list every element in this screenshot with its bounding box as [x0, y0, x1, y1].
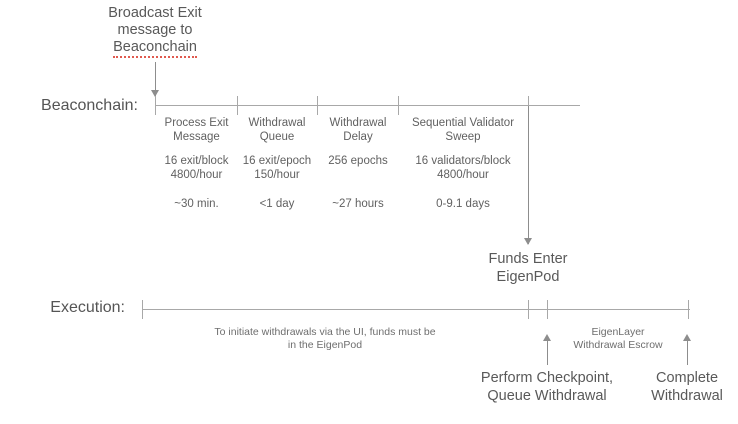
segment-1-name-line2: Queue [259, 131, 295, 143]
execution-ui-note-line1: To initiate withdrawals via the UI, fund… [214, 326, 436, 338]
segment-2-name-line2: Delay [343, 131, 373, 143]
segment-1-rate-line2: 150/hour [254, 169, 300, 181]
segment-2-rate-line1: 256 epochs [328, 155, 388, 167]
segment-0-name-line2: Message [173, 131, 220, 143]
segment-2-name-line1: Withdrawal [329, 117, 387, 129]
funds-enter-eigenpod-label: Funds Enter EigenPod [458, 251, 598, 286]
segment-3-rate: 16 validators/block 4800/hour [398, 154, 528, 182]
segment-3-name-line1: Sequential Validator [411, 117, 515, 129]
broadcast-arrow-shaft [155, 62, 156, 96]
execution-tick-complete [688, 300, 689, 319]
execution-ui-note: To initiate withdrawals via the UI, fund… [180, 326, 470, 352]
segment-0-rate-line2: 4800/hour [170, 169, 223, 181]
execution-ui-note-line2: in the EigenPod [287, 339, 363, 351]
beaconchain-tick-0 [155, 96, 156, 115]
segment-2-name: Withdrawal Delay [318, 116, 398, 144]
complete-arrow-head-icon [683, 334, 691, 341]
beaconchain-tick-1 [237, 96, 238, 115]
complete-withdrawal-line1: Complete [655, 370, 719, 386]
segment-0-rate-line1: 16 exit/block [164, 155, 229, 167]
segment-0-name-line1: Process Exit [164, 117, 229, 129]
funds-enter-line2: EigenPod [496, 268, 560, 285]
segment-3-rate-line1: 16 validators/block [415, 155, 511, 167]
beaconchain-axis-line [155, 105, 580, 106]
funds-enter-line1: Funds Enter [488, 251, 568, 267]
segment-0-duration: ~30 min. [174, 198, 219, 210]
segment-1-rate-line1: 16 exit/epoch [242, 155, 312, 167]
segment-3-rate-line2: 4800/hour [437, 169, 489, 181]
broadcast-exit-line3: Beaconchain [113, 39, 197, 58]
broadcast-arrow-head-icon [151, 90, 159, 97]
complete-withdrawal-line2: Withdrawal [651, 387, 723, 404]
perform-checkpoint-line1: Perform Checkpoint, [480, 370, 614, 386]
checkpoint-arrow-shaft [547, 337, 548, 365]
execution-row-label: Execution: [50, 299, 125, 316]
segment-1-rate: 16 exit/epoch 150/hour [232, 154, 322, 182]
segment-0-rate: 16 exit/block 4800/hour [151, 154, 242, 182]
segment-3-name-line2: Sweep [445, 131, 481, 143]
execution-axis-line [142, 309, 690, 310]
segment-1-name-line1: Withdrawal [248, 117, 306, 129]
broadcast-exit-note: Broadcast Exit message to Beaconchain [85, 5, 225, 58]
execution-tick-funds-arrive [528, 300, 529, 319]
segment-2-duration: ~27 hours [332, 198, 384, 210]
broadcast-exit-line3-wrap: Beaconchain [85, 39, 225, 58]
funds-enter-arrow-shaft [528, 106, 529, 244]
checkpoint-arrow-head-icon [543, 334, 551, 341]
beaconchain-tick-2 [317, 96, 318, 115]
segment-2-rate: 256 epochs [313, 154, 403, 168]
broadcast-exit-line1: Broadcast Exit [108, 5, 202, 21]
beaconchain-tick-4 [528, 96, 529, 115]
perform-checkpoint-label: Perform Checkpoint, Queue Withdrawal [462, 370, 632, 405]
beaconchain-row-label: Beaconchain: [41, 97, 138, 114]
funds-enter-arrow-head-icon [524, 238, 532, 245]
segment-3-name: Sequential Validator Sweep [398, 116, 528, 144]
complete-withdrawal-label: Complete Withdrawal [636, 370, 738, 405]
segment-1-name: Withdrawal Queue [237, 116, 317, 144]
execution-tick-start [142, 300, 143, 319]
eigenlayer-escrow-note: EigenLayer Withdrawal Escrow [552, 326, 684, 352]
escrow-note-line1: EigenLayer [591, 326, 645, 338]
segment-3-duration: 0-9.1 days [436, 198, 490, 210]
execution-tick-checkpoint [547, 300, 548, 319]
segment-1-duration: <1 day [259, 198, 295, 210]
perform-checkpoint-line2: Queue Withdrawal [487, 387, 607, 404]
complete-arrow-shaft [687, 337, 688, 365]
escrow-note-line2: Withdrawal Escrow [573, 339, 663, 351]
broadcast-exit-line2: message to [117, 22, 193, 38]
beaconchain-tick-3 [398, 96, 399, 115]
segment-0-name: Process Exit Message [156, 116, 237, 144]
